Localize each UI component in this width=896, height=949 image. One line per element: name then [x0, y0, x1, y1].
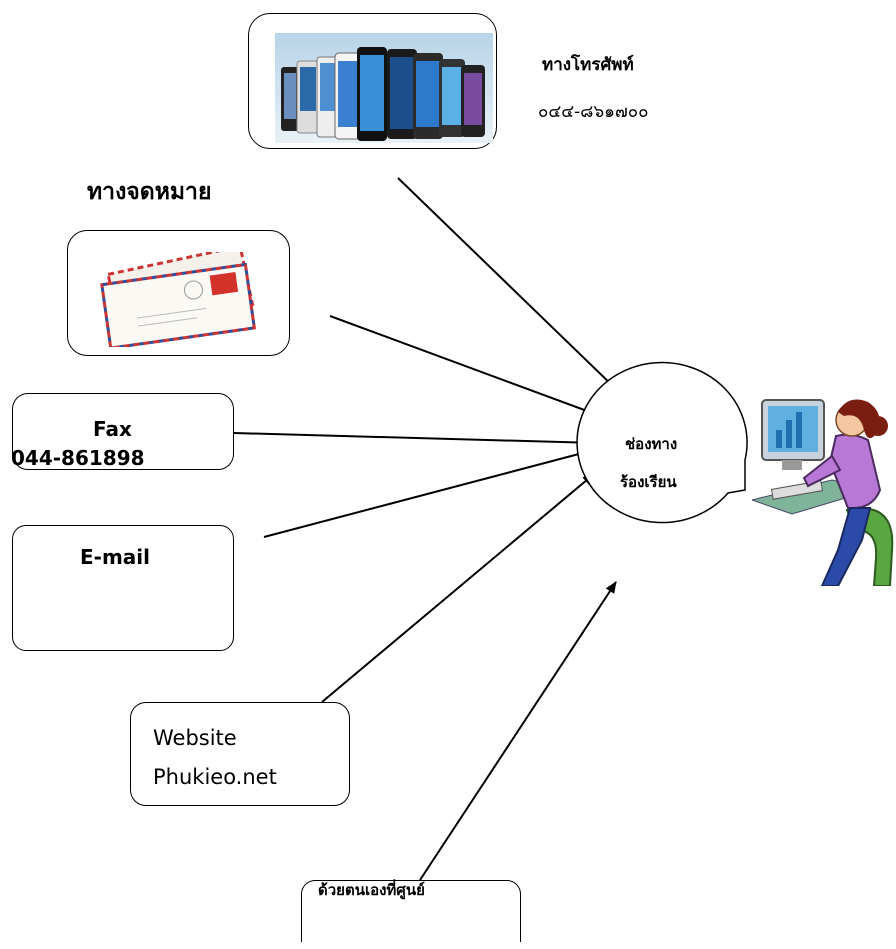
arrow-email: [263, 447, 595, 538]
in-person-label: ด้วยตนเองที่ศูนย์: [318, 881, 425, 899]
arrow-website: [321, 473, 595, 703]
channel-bubble: [576, 361, 748, 524]
channel-line1: ช่องทาง: [625, 435, 678, 453]
email-label: E-mail: [80, 545, 151, 569]
phone-label: ทางโทรศัพท์: [542, 55, 634, 75]
channel-line2: ร้องเรียน: [620, 473, 677, 491]
website-label: Website: [153, 726, 237, 750]
fax-number: 044-861898: [11, 446, 145, 470]
airmail-envelope-icon: [100, 252, 257, 347]
fax-label: Fax: [93, 417, 132, 441]
computer-operator-icon: [752, 399, 894, 586]
fax-box: [12, 393, 234, 470]
arrow-phone: [397, 177, 617, 390]
mail-label: ทางจดหมาย: [87, 179, 212, 205]
arrow-fax: [233, 432, 598, 448]
email-box: [12, 525, 234, 651]
in-person-box: [301, 880, 521, 942]
website-url: Phukieo.net: [153, 765, 277, 789]
website-box: [130, 702, 350, 806]
phone-number: ๐๔๔-๘๖๑๗๐๐: [538, 102, 649, 122]
smartphones-icon: [275, 33, 493, 143]
arrow-mail: [329, 315, 607, 419]
arrow-in-person: [419, 581, 617, 881]
